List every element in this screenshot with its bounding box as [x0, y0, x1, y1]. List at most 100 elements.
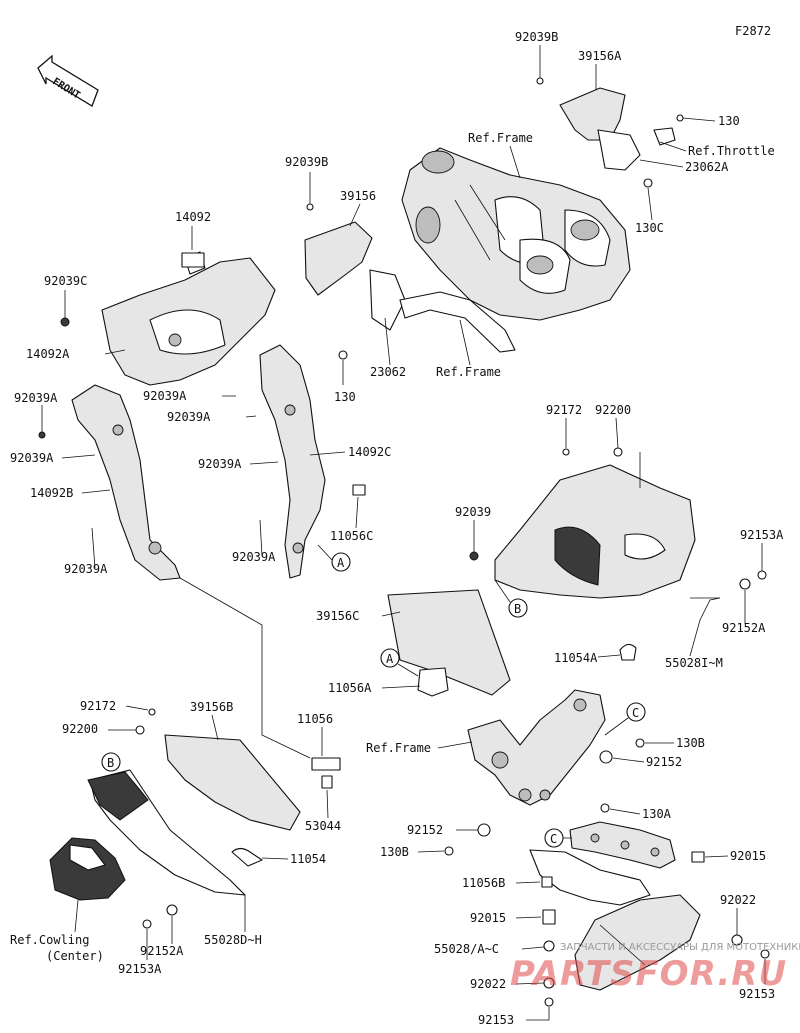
marker-c-lower-text: C	[550, 832, 557, 846]
inner-cover-14092b	[71, 384, 181, 581]
bolt-130a	[600, 803, 610, 813]
marker-b-lower-text: B	[107, 756, 114, 770]
watermark-small: ЗАПЧАСТИ И АКСЕССУАРЫ ДЛЯ МОТОТЕХНИКИ	[560, 942, 800, 953]
label-92200-r: 92200	[595, 403, 631, 417]
label-23062a: 23062A	[685, 160, 729, 174]
label-11056a: 11056A	[328, 681, 372, 695]
label-92039a-5: 92039A	[167, 410, 211, 424]
label-11054a: 11054A	[554, 651, 598, 665]
washer-92152-r	[599, 750, 613, 764]
bolt-130b-r	[635, 738, 645, 748]
bolt-92153-b	[544, 997, 554, 1007]
washer-92152a-l	[166, 904, 178, 916]
side-cover-upper	[494, 464, 696, 599]
label-92015-r: 92015	[730, 849, 766, 863]
label-ref-frame-low: Ref.Frame	[366, 741, 431, 755]
label-39156a: 39156A	[578, 49, 622, 63]
collar-92015-l	[542, 909, 556, 925]
label-92153-r: 92153	[739, 987, 775, 1001]
label-92152-l: 92152	[407, 823, 443, 837]
label-23062: 23062	[370, 365, 406, 379]
label-92022-l: 92022	[470, 977, 506, 991]
clip-11056	[311, 757, 341, 771]
label-92039a-2: 92039A	[10, 451, 54, 465]
bolt-130c	[643, 178, 653, 188]
inner-cover-14092a	[101, 251, 276, 386]
marker-a-lower	[380, 648, 400, 668]
bolt-130-mid	[338, 350, 348, 360]
label-92039a-3: 92039A	[64, 562, 108, 576]
washer-92152-l	[477, 823, 491, 837]
label-11056: 11056	[297, 712, 333, 726]
mount-bracket-frame	[467, 689, 606, 806]
label-ref-throttle: Ref.Throttle	[688, 144, 775, 158]
diagram-code: F2872	[735, 24, 771, 38]
label-130-mid: 130	[334, 390, 356, 404]
clip-92200-r	[613, 447, 623, 457]
mount-stay-130a	[569, 821, 676, 869]
marker-a-lower-text: A	[386, 652, 394, 666]
marker-a-upper-text: A	[337, 556, 345, 570]
label-11056b: 11056B	[462, 876, 505, 890]
label-92022-r: 92022	[720, 893, 756, 907]
bracket-39156	[304, 221, 516, 353]
label-130-top: 130	[718, 114, 740, 128]
clip-92039a-left	[38, 431, 46, 439]
upper-bracket-39156a	[559, 87, 676, 171]
clip-11056b	[541, 876, 553, 888]
bolt-92153-r	[760, 949, 770, 959]
clip-92172-r	[562, 448, 570, 456]
bolt-130-top	[676, 114, 684, 122]
label-92039: 92039	[455, 505, 491, 519]
plate-39156b	[164, 734, 301, 831]
bolt-92153a-r	[757, 570, 767, 580]
clip-14092	[181, 252, 205, 268]
label-92039a-6: 92039A	[198, 457, 242, 471]
label-14092b: 14092B	[30, 486, 73, 500]
washer-92152a-r	[739, 578, 751, 590]
marker-c-upper	[626, 702, 646, 722]
clip-92172-l	[148, 708, 156, 716]
grommet-53044	[321, 775, 333, 789]
label-92153a-l: 92153A	[118, 962, 162, 976]
label-11056c: 11056C	[330, 529, 373, 543]
marker-c-upper-text: C	[632, 706, 639, 720]
bolt-92039b-mid	[306, 203, 314, 211]
clip-92039	[469, 551, 479, 561]
label-92039a-1: 92039A	[14, 391, 58, 405]
label-92039c: 92039C	[44, 274, 87, 288]
label-130b-r: 130B	[676, 736, 705, 750]
center-cowling-ref	[49, 837, 126, 901]
label-92172-l: 92172	[80, 699, 116, 713]
label-53044: 53044	[305, 819, 341, 833]
bolt-92153a-l	[142, 919, 152, 929]
label-130c: 130C	[635, 221, 664, 235]
bolt-130b-l	[444, 846, 454, 856]
label-ref-frame-top: Ref.Frame	[468, 131, 533, 145]
label-55028a-c: 55028/A~C	[434, 942, 499, 956]
label-92039a-4: 92039A	[143, 389, 187, 403]
upper-frame-part	[401, 147, 631, 321]
label-ref-cowling: Ref.Cowling	[10, 933, 89, 947]
clip-11056a	[417, 667, 449, 697]
clip-92039c	[60, 317, 70, 327]
label-92039a-7: 92039A	[232, 550, 276, 564]
label-92039b-top: 92039B	[515, 30, 558, 44]
label-92153-b: 92153	[478, 1013, 514, 1027]
plate-39156c	[387, 589, 511, 696]
label-14092a: 14092A	[26, 347, 70, 361]
label-92152-r: 92152	[646, 755, 682, 769]
inner-cover-14092c	[259, 344, 326, 579]
label-ref-frame-mid: Ref.Frame	[436, 365, 501, 379]
marker-b-upper	[508, 598, 528, 618]
label-39156c: 39156C	[316, 609, 359, 623]
label-39156b: 39156B	[190, 700, 233, 714]
label-92152a-r: 92152A	[722, 621, 766, 635]
front-arrow-icon: FRONT	[37, 54, 99, 107]
label-130a: 130A	[642, 807, 672, 821]
watermark-brand: PARTSFOR.RU	[510, 954, 787, 994]
label-92152a-l: 92152A	[140, 944, 184, 958]
label-92153a-r: 92153A	[740, 528, 784, 542]
clip-11054	[231, 847, 263, 867]
